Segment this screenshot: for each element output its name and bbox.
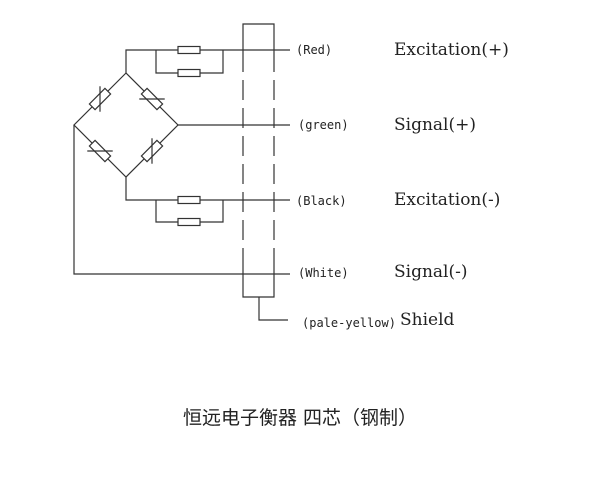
wire-color-label: (White): [298, 266, 349, 280]
signal-label: Excitation(+): [394, 40, 509, 60]
wire-color-label: (green): [298, 118, 349, 132]
excitation-minus-wire: [125, 177, 290, 227]
bridge: [73, 72, 179, 178]
compensation-resistor: [177, 68, 201, 78]
strain-gauge-resistor: [139, 87, 165, 111]
compensation-resistor: [177, 195, 201, 205]
signal-minus-wire: [73, 125, 290, 275]
wire-color-label: (Black): [296, 194, 347, 208]
signal-label: Excitation(-): [394, 190, 501, 210]
signal-label: Signal(+): [394, 115, 476, 135]
strain-gauge-resistor: [87, 139, 113, 163]
strain-gauge-resistor: [88, 86, 112, 112]
compensation-resistor: [177, 217, 201, 227]
strain-gauge-resistor: [140, 138, 164, 164]
shield-cable: [242, 23, 288, 321]
wire-color-label: (pale-yellow): [302, 316, 396, 330]
wire-color-label: (Red): [296, 43, 333, 57]
shield-drain-wire: [258, 297, 288, 321]
diagram-caption: 恒远电子衡器 四芯（钢制）: [182, 407, 418, 429]
signal-label: Shield: [400, 310, 455, 330]
compensation-resistor: [177, 45, 201, 55]
excitation-plus-wire: [125, 45, 290, 78]
signal-label: Signal(-): [394, 262, 468, 282]
